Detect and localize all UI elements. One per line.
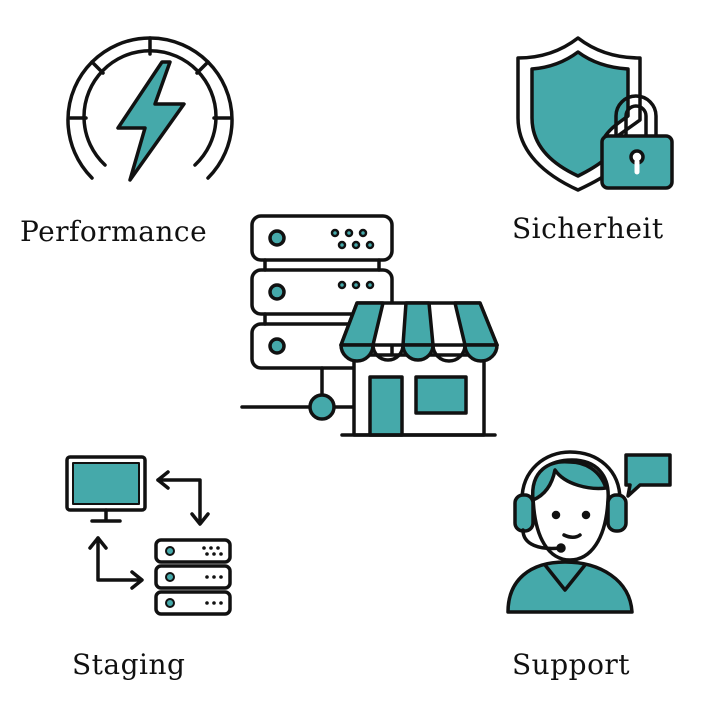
headset-agent-icon [506,450,672,614]
monitor-server-sync-icon [65,455,232,616]
feature-label-support: Support [512,648,631,681]
feature-label-staging: Staging [72,648,186,681]
feature-label-performance: Performance [20,215,208,248]
feature-label-sicherheit: Sicherheit [512,212,664,245]
server-shop-icon [240,214,499,437]
shield-lock-icon [516,36,674,192]
speedometer-lightning-icon [66,36,234,182]
